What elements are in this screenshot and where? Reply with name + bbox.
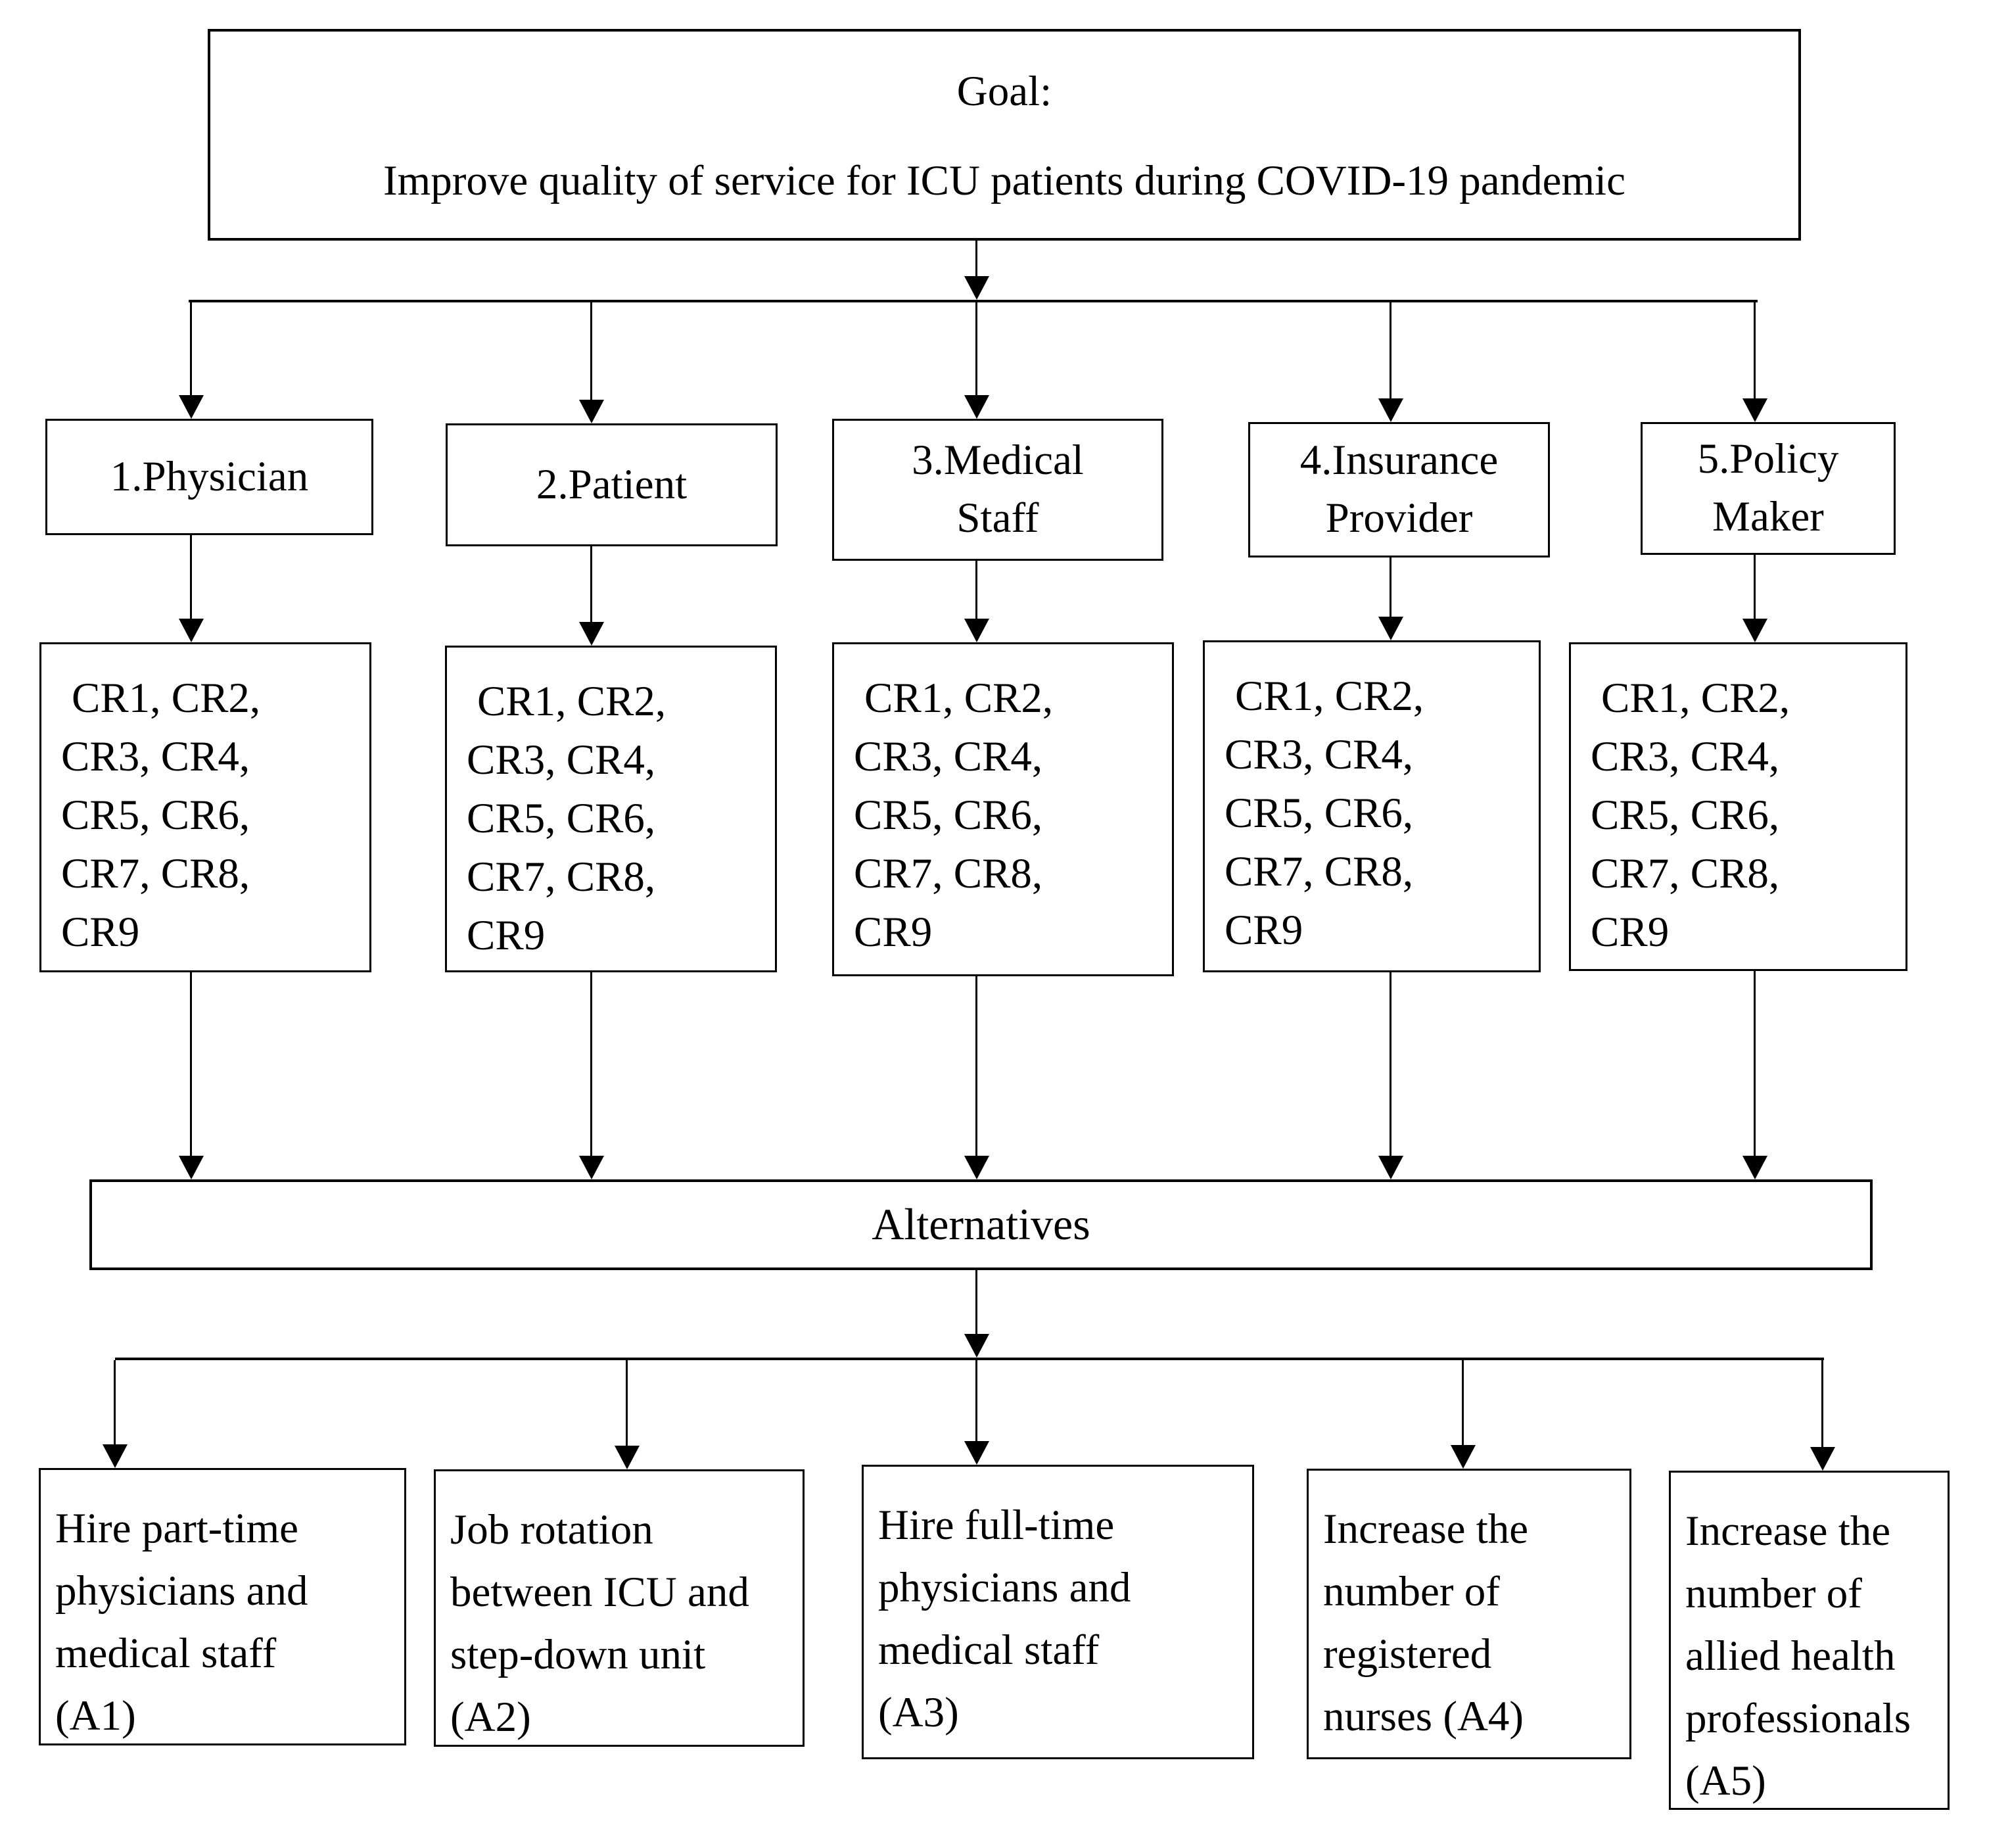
arrowhead-down-icon	[964, 1156, 989, 1179]
stakeholder-label: 3.Medical Staff	[912, 437, 1084, 542]
alternatives-box: Alternatives	[89, 1179, 1873, 1270]
arrowhead-down-icon	[1378, 617, 1403, 640]
alternatives-label: Alternatives	[872, 1199, 1090, 1250]
arrowhead-down-icon	[579, 400, 604, 423]
stakeholder-branch-line	[189, 300, 1758, 302]
branch-drop-line-4	[1390, 302, 1391, 398]
alternative-box-a5: Increase the number of allied health pro…	[1669, 1471, 1950, 1810]
alternative-label: Hire full-time physicians and medical st…	[878, 1502, 1131, 1736]
arrowhead-down-icon	[179, 619, 204, 642]
alternative-label: Hire part-time physicians and medical st…	[55, 1505, 308, 1740]
arrowhead-down-icon	[1810, 1447, 1835, 1471]
alternative-box-a2: Job rotation between ICU and step-down u…	[434, 1469, 805, 1747]
arrowhead-down-icon	[964, 276, 989, 300]
arrowhead-down-icon	[964, 1441, 989, 1465]
arrowhead-down-icon	[1742, 619, 1767, 642]
goal-description: Improve quality of service for ICU patie…	[383, 157, 1625, 204]
arrowhead-down-icon	[579, 1156, 604, 1179]
alternative-box-a1: Hire part-time physicians and medical st…	[39, 1468, 406, 1745]
arrowhead-down-icon	[1742, 398, 1767, 422]
goal-drop-line	[975, 241, 977, 277]
criteria-box-insurance-provider: CR1, CR2, CR3, CR4, CR5, CR6, CR7, CR8, …	[1203, 640, 1541, 972]
arrowhead-down-icon	[179, 1156, 204, 1179]
arrowhead-down-icon	[615, 1446, 640, 1469]
arrowhead-down-icon	[1378, 1156, 1403, 1179]
criteria-drop-line-1	[190, 535, 192, 619]
option-drop-line-3	[975, 1360, 977, 1441]
alternatives-drop-line-4	[1390, 972, 1391, 1156]
stakeholder-label: 2.Patient	[536, 460, 688, 508]
stakeholder-box-insurance-provider: 4.Insurance Provider	[1248, 422, 1550, 557]
arrowhead-down-icon	[579, 622, 604, 646]
criteria-box-policy-maker: CR1, CR2, CR3, CR4, CR5, CR6, CR7, CR8, …	[1569, 642, 1907, 971]
stakeholder-box-physician: 1.Physician	[45, 419, 373, 535]
stakeholder-label: 5.Policy Maker	[1697, 435, 1839, 540]
branch-drop-line-5	[1754, 302, 1756, 398]
alternatives-drop-line-1	[190, 972, 192, 1156]
stakeholder-label: 4.Insurance Provider	[1299, 437, 1499, 542]
stakeholder-box-patient: 2.Patient	[446, 423, 778, 546]
criteria-box-patient: CR1, CR2, CR3, CR4, CR5, CR6, CR7, CR8, …	[445, 646, 777, 972]
alternative-label: Job rotation between ICU and step-down u…	[450, 1506, 749, 1741]
alternative-label: Increase the number of registered nurses…	[1323, 1505, 1529, 1740]
alternatives-drop-line-2	[590, 972, 592, 1156]
arrowhead-down-icon	[179, 395, 204, 419]
stakeholder-label: 1.Physician	[110, 452, 309, 500]
alternative-label: Increase the number of allied health pro…	[1685, 1507, 1911, 1805]
alternative-box-a3: Hire full-time physicians and medical st…	[862, 1465, 1254, 1759]
criteria-drop-line-4	[1390, 557, 1391, 617]
option-drop-line-2	[626, 1360, 628, 1446]
stakeholder-box-medical-staff: 3.Medical Staff	[832, 419, 1163, 561]
criteria-list: CR1, CR2, CR3, CR4, CR5, CR6, CR7, CR8, …	[854, 675, 1054, 957]
criteria-list: CR1, CR2, CR3, CR4, CR5, CR6, CR7, CR8, …	[1591, 675, 1790, 957]
criteria-drop-line-5	[1754, 555, 1756, 619]
stakeholder-box-policy-maker: 5.Policy Maker	[1641, 422, 1896, 555]
arrowhead-down-icon	[1378, 398, 1403, 422]
alternative-box-a4: Increase the number of registered nurses…	[1307, 1469, 1631, 1759]
branch-drop-line-2	[590, 302, 592, 400]
option-drop-line-4	[1462, 1360, 1464, 1445]
branch-drop-line-3	[975, 302, 977, 395]
alternatives-branch-line	[115, 1358, 1824, 1360]
criteria-box-physician: CR1, CR2, CR3, CR4, CR5, CR6, CR7, CR8, …	[39, 642, 371, 972]
arrowhead-down-icon	[964, 619, 989, 642]
goal-title: Goal:	[956, 68, 1052, 115]
goal-box: Goal: Improve quality of service for ICU…	[208, 29, 1801, 241]
option-drop-line-5	[1821, 1360, 1823, 1447]
criteria-drop-line-2	[590, 546, 592, 622]
criteria-drop-line-3	[975, 561, 977, 619]
arrowhead-down-icon	[964, 1334, 989, 1358]
arrowhead-down-icon	[1451, 1445, 1476, 1469]
criteria-list: CR1, CR2, CR3, CR4, CR5, CR6, CR7, CR8, …	[1225, 673, 1424, 955]
alternatives-drop-line-3	[975, 976, 977, 1156]
criteria-box-medical-staff: CR1, CR2, CR3, CR4, CR5, CR6, CR7, CR8, …	[832, 642, 1174, 976]
alternatives-out-line	[975, 1270, 977, 1335]
criteria-list: CR1, CR2, CR3, CR4, CR5, CR6, CR7, CR8, …	[467, 678, 666, 960]
option-drop-line-1	[114, 1360, 116, 1444]
arrowhead-down-icon	[964, 395, 989, 419]
alternatives-drop-line-5	[1754, 971, 1756, 1156]
branch-drop-line-1	[190, 302, 192, 395]
arrowhead-down-icon	[103, 1444, 128, 1468]
criteria-list: CR1, CR2, CR3, CR4, CR5, CR6, CR7, CR8, …	[61, 675, 261, 957]
arrowhead-down-icon	[1742, 1156, 1767, 1179]
